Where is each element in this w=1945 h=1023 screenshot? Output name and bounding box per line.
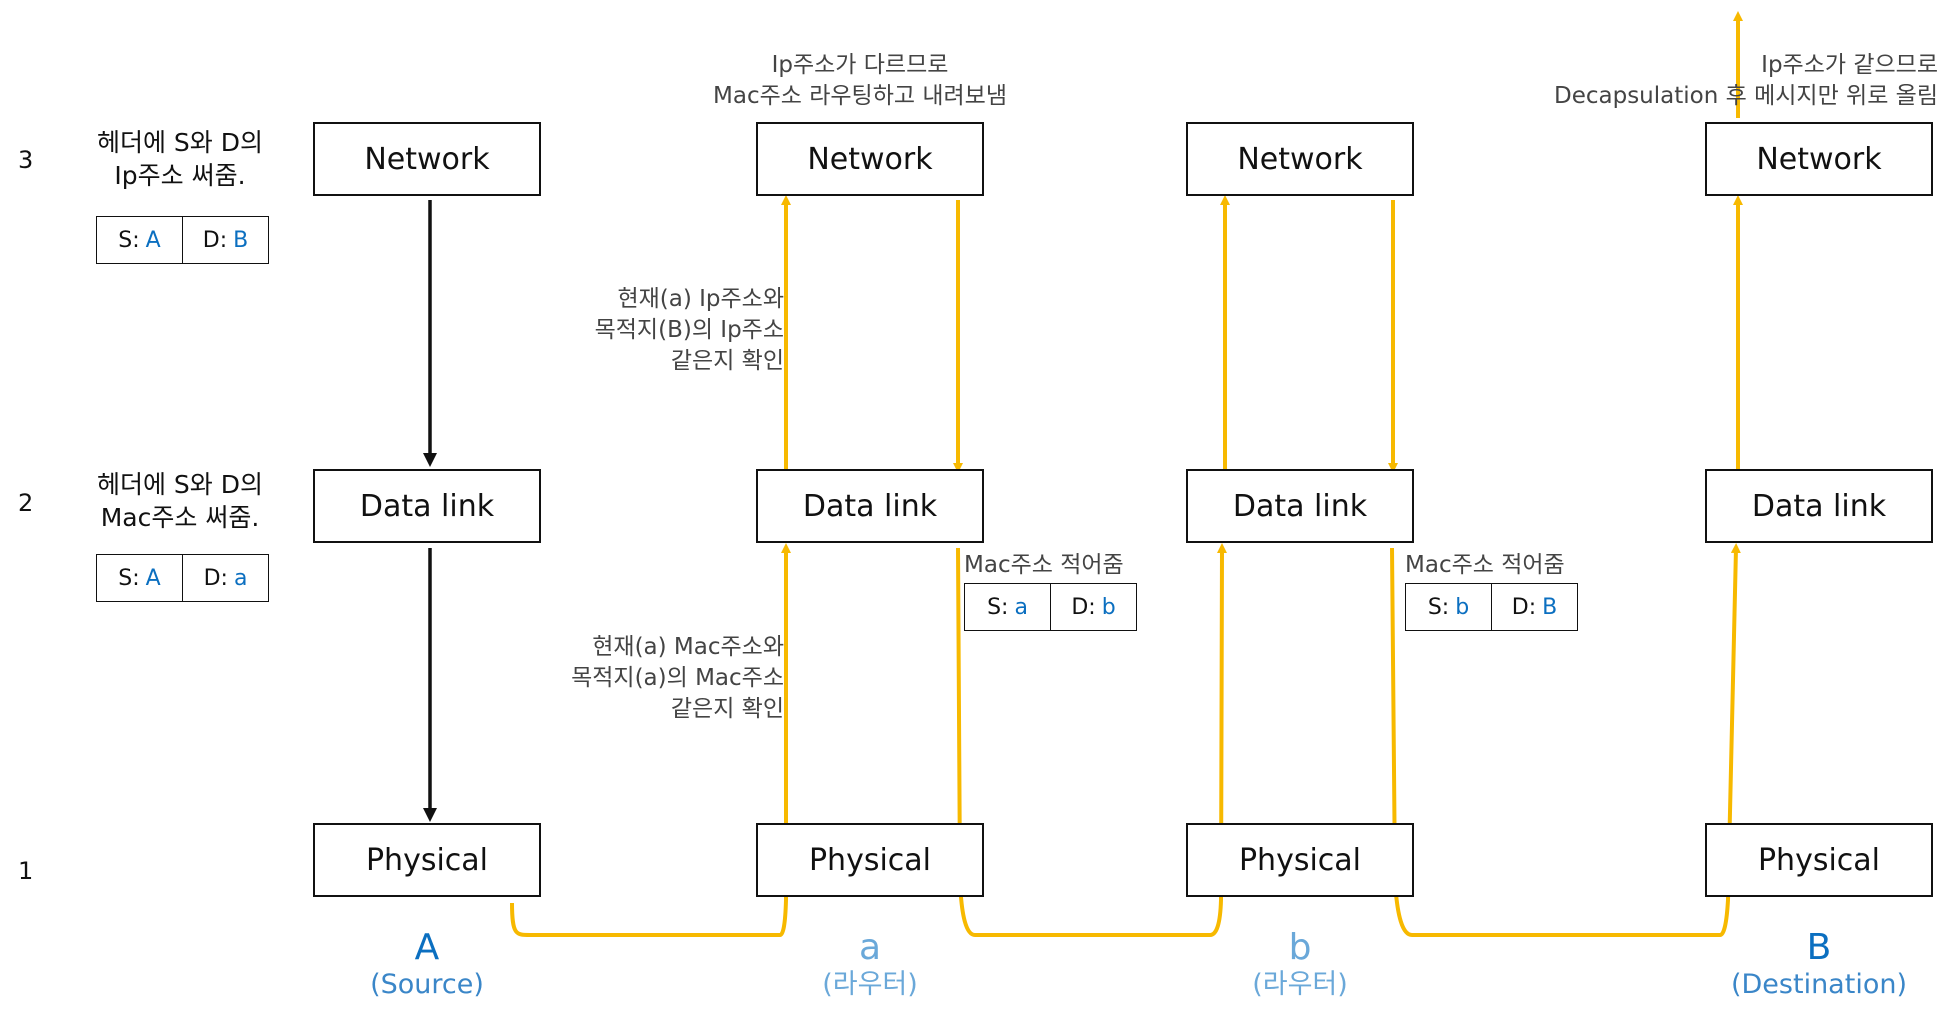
note-line: 현재(a) Mac주소와 bbox=[592, 634, 784, 660]
router-a-datalink-box: Data link bbox=[756, 469, 984, 543]
header-dest-cell: D:B bbox=[182, 217, 268, 263]
level-3-label: 3 bbox=[18, 146, 34, 174]
header-d-value: a bbox=[233, 565, 248, 591]
header-dest-cell: D:a bbox=[182, 555, 268, 601]
header-d-label: D: bbox=[1511, 594, 1537, 620]
node-label-router-b: b (라우터) bbox=[1170, 928, 1430, 1002]
dest-datalink-box: Data link bbox=[1705, 469, 1933, 543]
router-b-mac-write-note: Mac주소 적어줌 bbox=[1405, 552, 1565, 578]
router-a-mac-check-note: 현재(a) Mac주소와 목적지(a)의 Mac주소 같은지 확인 bbox=[500, 632, 784, 725]
router-b-datalink-box: Data link bbox=[1186, 469, 1414, 543]
node-label-router-a: a (라우터) bbox=[740, 928, 1000, 1002]
node-name: B bbox=[1806, 927, 1832, 968]
router-a-physical-box: Physical bbox=[756, 823, 984, 897]
link-a-to-b bbox=[956, 543, 1227, 937]
header-s-value: A bbox=[145, 565, 161, 591]
header-dest-cell: D:B bbox=[1491, 584, 1577, 630]
header-s-value: b bbox=[1455, 594, 1470, 620]
header-d-label: D: bbox=[1071, 594, 1096, 620]
source-ip-header: S:A D:B bbox=[96, 216, 269, 264]
dest-network-box: Network bbox=[1705, 122, 1933, 196]
note-line: Decapsulation 후 메시지만 위로 올림 bbox=[1554, 83, 1938, 109]
note-line: 헤더에 S와 D의 bbox=[96, 128, 263, 157]
dest-physical-box: Physical bbox=[1705, 823, 1933, 897]
router-b-mac-header: S:b D:B bbox=[1405, 583, 1578, 631]
header-source-cell: S:b bbox=[1406, 584, 1491, 630]
note-line: 목적지(a)의 Mac주소 bbox=[571, 665, 784, 691]
note-line: 헤더에 S와 D의 bbox=[96, 470, 263, 499]
note-line: 같은지 확인 bbox=[670, 348, 784, 374]
node-label-destination: B (Destination) bbox=[1689, 928, 1945, 1002]
node-sub: (라우터) bbox=[822, 969, 918, 1000]
dest-top-note: Ip주소가 같으므로 Decapsulation 후 메시지만 위로 올림 bbox=[1480, 50, 1938, 112]
router-a-ip-check-note: 현재(a) Ip주소와 목적지(B)의 Ip주소 같은지 확인 bbox=[520, 284, 784, 377]
note-line: 같은지 확인 bbox=[670, 696, 784, 722]
node-sub: (라우터) bbox=[1252, 969, 1348, 1000]
header-source-cell: S:a bbox=[965, 584, 1050, 630]
router-a-mac-header: S:a D:b bbox=[964, 583, 1137, 631]
header-s-value: a bbox=[1014, 594, 1028, 620]
header-s-label: S: bbox=[987, 594, 1009, 620]
level-1-label: 1 bbox=[18, 857, 34, 885]
router-b-network-box: Network bbox=[1186, 122, 1414, 196]
router-a-network-box: Network bbox=[756, 122, 984, 196]
note-line: Ip주소가 같으므로 bbox=[1761, 52, 1938, 78]
source-network-note: 헤더에 S와 D의 Ip주소 써줌. bbox=[80, 126, 280, 192]
header-d-label: D: bbox=[202, 227, 228, 253]
header-s-label: S: bbox=[118, 565, 140, 591]
link-A-to-a bbox=[510, 543, 791, 937]
header-s-label: S: bbox=[1427, 594, 1450, 620]
note-line: Mac주소 라우팅하고 내려보냄 bbox=[713, 83, 1007, 109]
header-s-label: S: bbox=[118, 227, 140, 253]
node-label-source: A (Source) bbox=[297, 928, 557, 1002]
node-name: A bbox=[414, 927, 440, 968]
router-a-mac-write-note: Mac주소 적어줌 bbox=[964, 552, 1124, 578]
header-source-cell: S:A bbox=[97, 217, 182, 263]
note-line: Mac주소 써줌. bbox=[100, 503, 260, 532]
header-source-cell: S:A bbox=[97, 555, 182, 601]
note-line: 목적지(B)의 Ip주소 bbox=[594, 317, 784, 343]
node-sub: (Destination) bbox=[1730, 969, 1907, 1000]
header-d-value: b bbox=[1101, 594, 1116, 620]
note-line: Ip주소 써줌. bbox=[114, 161, 246, 190]
header-d-value: B bbox=[1542, 594, 1558, 620]
source-mac-header: S:A D:a bbox=[96, 554, 269, 602]
node-sub: (Source) bbox=[370, 969, 484, 1000]
link-b-to-B bbox=[1390, 543, 1741, 937]
header-dest-cell: D:b bbox=[1050, 584, 1136, 630]
source-datalink-note: 헤더에 S와 D의 Mac주소 써줌. bbox=[80, 468, 280, 534]
source-physical-box: Physical bbox=[313, 823, 541, 897]
note-line: Ip주소가 다르므로 bbox=[771, 52, 949, 78]
header-d-value: B bbox=[233, 227, 249, 253]
node-name: b bbox=[1288, 927, 1312, 968]
node-name: a bbox=[858, 927, 882, 968]
level-2-label: 2 bbox=[18, 489, 34, 517]
router-a-top-note: Ip주소가 다르므로 Mac주소 라우팅하고 내려보냄 bbox=[680, 50, 1040, 112]
header-s-value: A bbox=[145, 227, 161, 253]
source-datalink-box: Data link bbox=[313, 469, 541, 543]
header-d-label: D: bbox=[203, 565, 228, 591]
router-b-physical-box: Physical bbox=[1186, 823, 1414, 897]
note-line: 현재(a) Ip주소와 bbox=[617, 286, 784, 312]
source-network-box: Network bbox=[313, 122, 541, 196]
